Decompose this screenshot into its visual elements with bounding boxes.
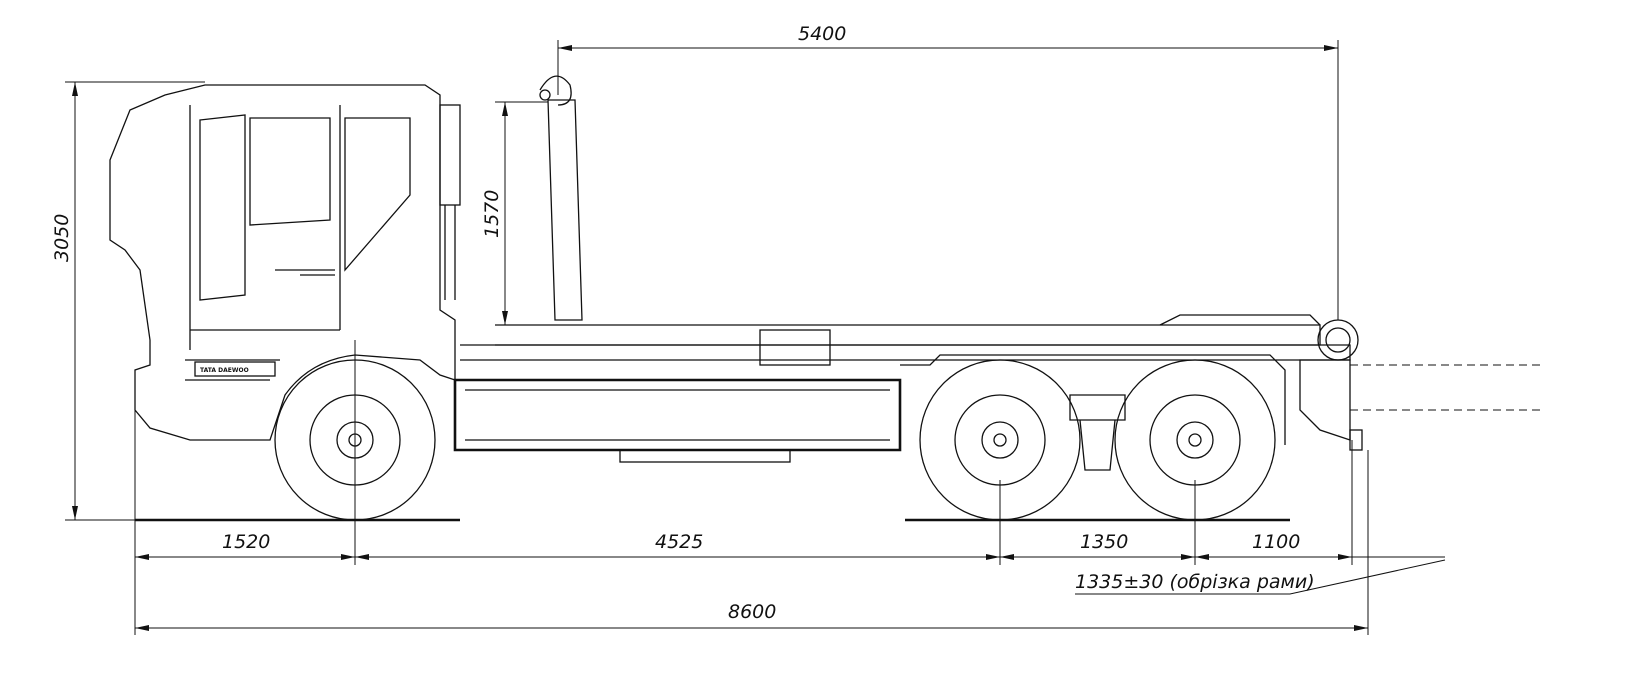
hook-arm <box>539 75 583 321</box>
dim-label-frame-cut: 1335±30 (обрізка рами) <box>1075 571 1315 593</box>
frame-cut-dash <box>1350 364 1545 411</box>
dim-label-3050: 3050 <box>51 214 73 262</box>
dim-label-4525: 4525 <box>655 531 703 553</box>
brand-label: TATA DAEWOO <box>200 367 249 374</box>
dim-label-1570: 1570 <box>481 190 503 238</box>
dim-8600: 8600 <box>135 601 1368 631</box>
dim-label-1100: 1100 <box>1252 531 1300 553</box>
dim-label-1520: 1520 <box>222 531 270 553</box>
dim-frame-cut: 1335±30 (обрізка рами) <box>1075 559 1446 595</box>
dim-label-8600: 8600 <box>728 601 776 623</box>
dim-3050: 3050 <box>51 81 205 521</box>
subframe <box>453 314 1363 463</box>
dim-label-5400: 5400 <box>798 23 846 45</box>
cab: TATA DAEWOO <box>109 84 461 441</box>
dim-1570: 1570 <box>481 101 548 325</box>
dim-label-1350: 1350 <box>1080 531 1128 553</box>
dim-chain: 1520 4525 1350 1100 <box>134 340 1445 635</box>
dim-5400: 5400 <box>557 23 1339 320</box>
